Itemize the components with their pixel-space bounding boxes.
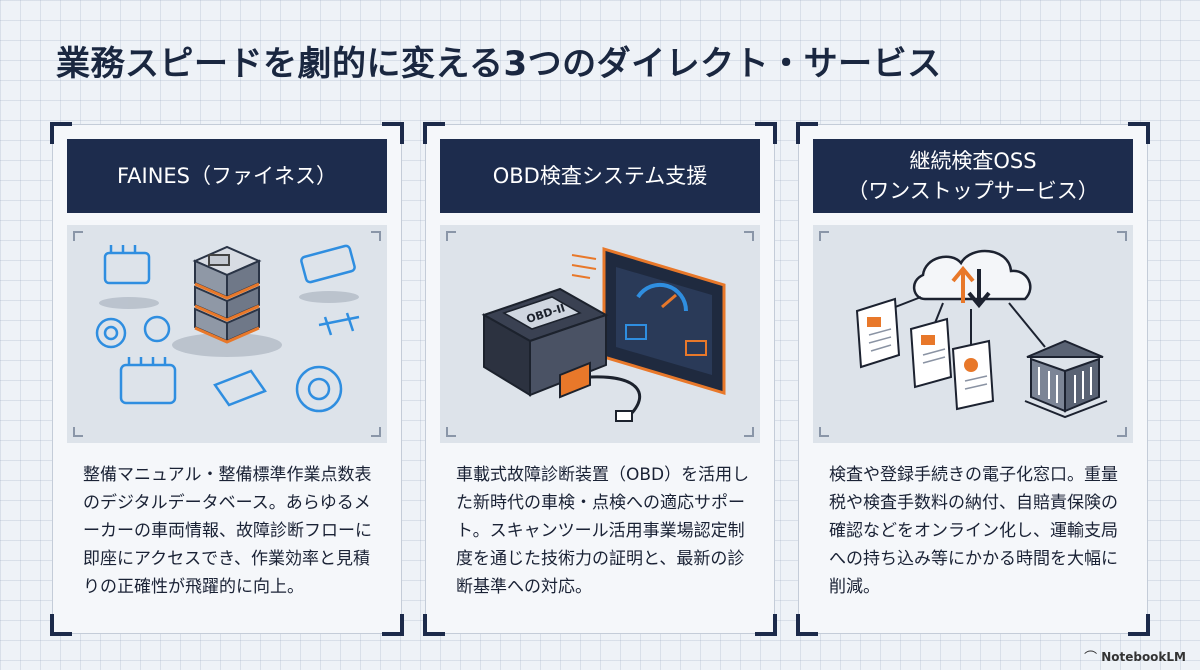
obd-scanner-icon: OBD-II xyxy=(440,225,760,443)
service-card-obd: OBD検査システム支援 OBD-II xyxy=(423,122,777,636)
cloud-documents-icon xyxy=(813,225,1133,443)
notebooklm-icon: ⌒ xyxy=(1084,651,1098,666)
brand-logo: ⌒ NotebookLM xyxy=(1084,647,1186,667)
card-title: FAINES（ファイネス） xyxy=(67,139,387,213)
card-description: 検査や登録手続きの電子化窓口。重量税や検査手数料の納付、自賠責保険の確認などをオ… xyxy=(829,465,1118,597)
card-title: OBD検査システム支援 xyxy=(440,139,760,213)
page-title: 業務スピードを劇的に変える3つのダイレクト・サービス xyxy=(56,44,942,84)
parts-database-icon xyxy=(67,225,387,443)
card-description: 車載式故障診断装置（OBD）を活用した新時代の車検・点検への適応サポート。スキャ… xyxy=(456,465,750,597)
service-card-oss: 継続検査OSS （ワンストップサービス） xyxy=(796,122,1150,636)
service-card-faines: FAINES（ファイネス） xyxy=(50,122,404,636)
card-description: 整備マニュアル・整備標準作業点数表のデジタルデータベース。あらゆるメーカーの車両… xyxy=(83,465,372,597)
card-title: 継続検査OSS （ワンストップサービス） xyxy=(813,139,1133,213)
